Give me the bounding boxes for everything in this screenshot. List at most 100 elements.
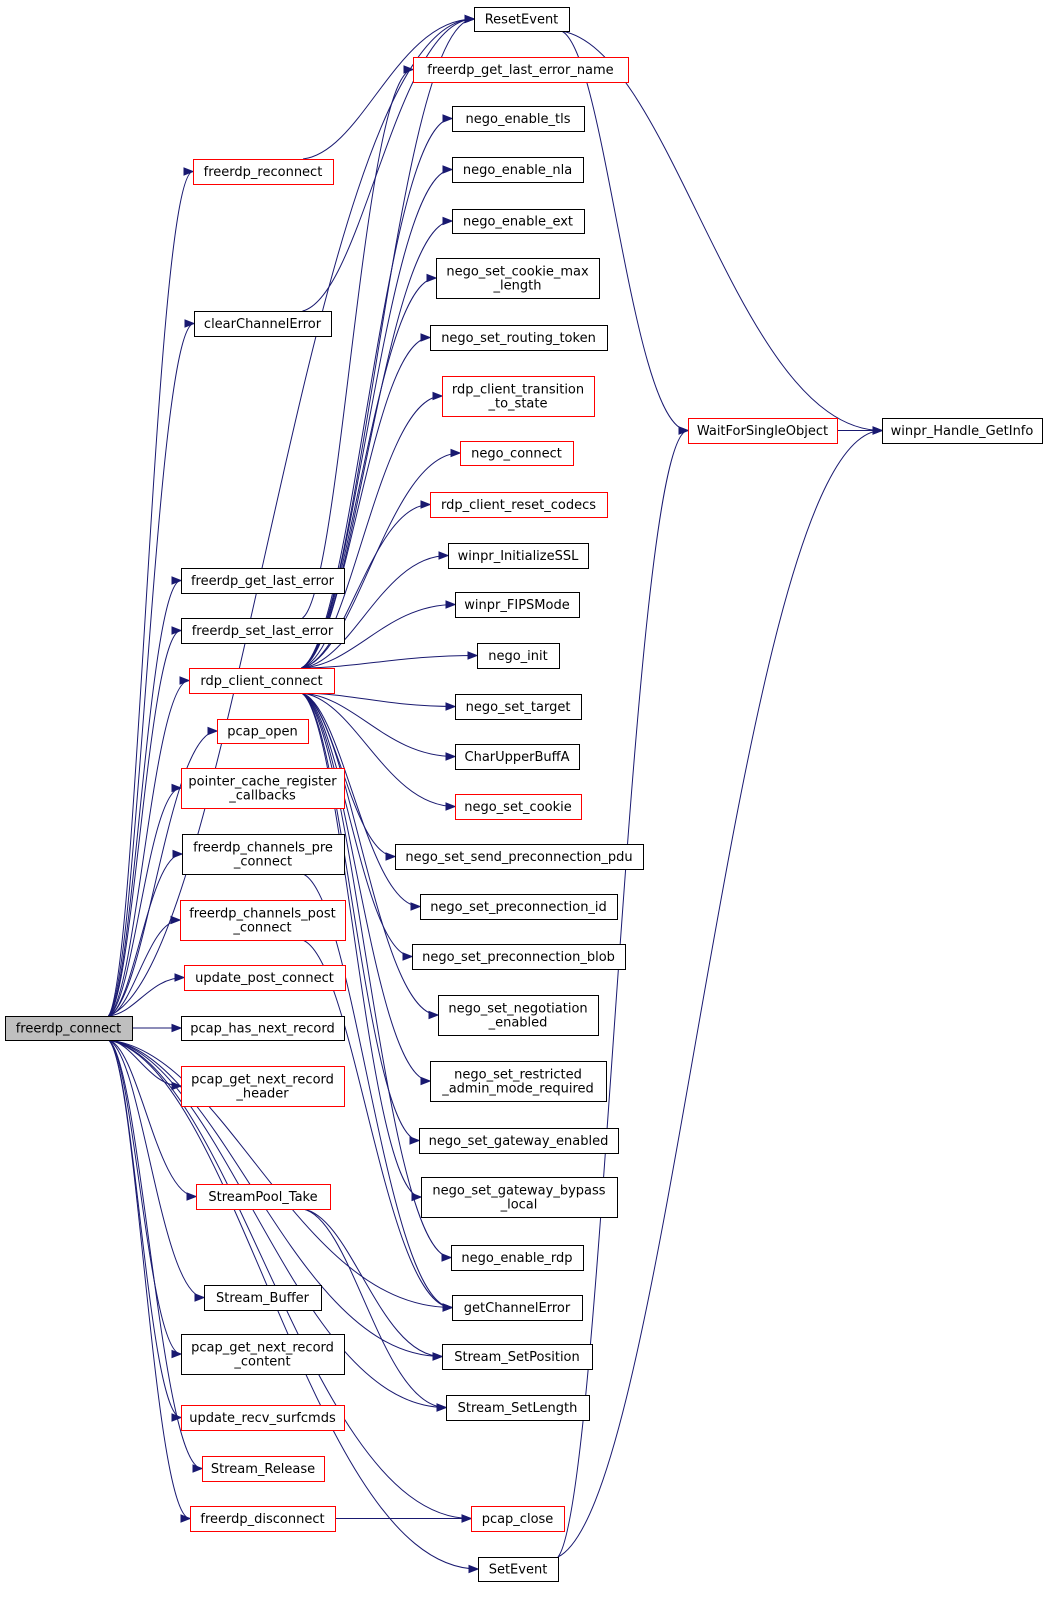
node-label: Stream_Release xyxy=(211,1462,315,1477)
node-label: rdp_client_reset_codecs xyxy=(441,498,596,513)
node-winpr-handle-getinfo[interactable]: winpr_Handle_GetInfo xyxy=(882,418,1043,444)
node-box xyxy=(182,834,345,875)
node-label: _local xyxy=(500,1198,538,1213)
arrowhead-icon xyxy=(186,1192,198,1201)
node-nego-init[interactable]: nego_init xyxy=(477,643,560,669)
node-label: nego_set_send_preconnection_pdu xyxy=(405,850,632,865)
node-box xyxy=(455,744,580,770)
edge-line xyxy=(557,430,883,1558)
node-nego-set-preconnection-id[interactable]: nego_set_preconnection_id xyxy=(420,894,618,920)
node-stream-buffer[interactable]: Stream_Buffer xyxy=(204,1285,322,1311)
node-box xyxy=(688,418,838,444)
edge-line xyxy=(108,1039,203,1469)
edge-line xyxy=(108,1039,197,1197)
node-label: nego_set_gateway_bypass xyxy=(432,1184,605,1199)
node-box xyxy=(452,1295,583,1321)
edge-line xyxy=(108,787,182,1017)
arrowhead-icon xyxy=(436,1403,448,1412)
node-freerdp-get-last-error[interactable]: freerdp_get_last_error xyxy=(181,568,345,594)
node-nego-set-target[interactable]: nego_set_target xyxy=(455,694,582,720)
node-streampool-take[interactable]: StreamPool_Take xyxy=(196,1184,331,1210)
node-winpr-initializessl[interactable]: winpr_InitializeSSL xyxy=(448,543,589,569)
node-label: freerdp_disconnect xyxy=(200,1512,324,1527)
node-label: _to_state xyxy=(488,397,548,412)
node-box xyxy=(181,768,345,809)
node-label: pcap_get_next_record xyxy=(191,1341,334,1356)
arrowhead-icon xyxy=(461,1514,473,1523)
node-label: freerdp_connect xyxy=(16,1022,122,1037)
node-label: freerdp_get_last_error_name xyxy=(427,63,613,78)
node-freerdp-disconnect[interactable]: freerdp_disconnect xyxy=(190,1506,336,1532)
node-freerdp-connect[interactable]: freerdp_connect xyxy=(5,1016,133,1041)
node-nego-set-preconnection-blob[interactable]: nego_set_preconnection_blob xyxy=(412,944,626,970)
node-box xyxy=(471,1506,565,1532)
node-pcap-get-next-record-header[interactable]: pcap_get_next_record_header xyxy=(181,1066,345,1107)
node-nego-enable-nla[interactable]: nego_enable_nla xyxy=(452,157,584,183)
node-waitforsingleobject[interactable]: WaitForSingleObject xyxy=(688,418,838,444)
node-label: nego_connect xyxy=(471,447,562,462)
node-clearchannelerror[interactable]: clearChannelError xyxy=(194,311,332,337)
node-stream-setposition[interactable]: Stream_SetPosition xyxy=(442,1344,593,1370)
arrowhead-icon xyxy=(410,902,422,911)
node-freerdp-get-last-error-name[interactable]: freerdp_get_last_error_name xyxy=(413,57,629,83)
node-resetevent[interactable]: ResetEvent xyxy=(474,7,570,32)
node-pcap-open[interactable]: pcap_open xyxy=(217,719,309,744)
node-pcap-has-next-record[interactable]: pcap_has_next_record xyxy=(181,1016,345,1041)
node-pcap-get-next-record-content[interactable]: pcap_get_next_record_content xyxy=(181,1334,345,1375)
node-box xyxy=(181,618,345,644)
node-nego-set-gateway-bypass-local[interactable]: nego_set_gateway_bypass_local xyxy=(421,1177,618,1218)
arrowhead-icon xyxy=(445,802,457,811)
node-nego-enable-tls[interactable]: nego_enable_tls xyxy=(452,106,585,132)
node-getchannelerror[interactable]: getChannelError xyxy=(452,1295,583,1321)
node-update-post-connect[interactable]: update_post_connect xyxy=(184,965,346,991)
node-label: update_recv_surfcmds xyxy=(189,1411,336,1426)
node-stream-setlength[interactable]: Stream_SetLength xyxy=(446,1395,590,1421)
node-label: clearChannelError xyxy=(204,317,322,332)
node-nego-enable-rdp[interactable]: nego_enable_rdp xyxy=(451,1245,584,1271)
node-stream-release[interactable]: Stream_Release xyxy=(202,1456,325,1482)
node-nego-connect[interactable]: nego_connect xyxy=(460,441,574,466)
node-freerdp-reconnect[interactable]: freerdp_reconnect xyxy=(193,159,334,185)
arrowhead-icon xyxy=(402,952,414,961)
edge-line xyxy=(108,977,185,1017)
node-freerdp-channels-pre-connect[interactable]: freerdp_channels_pre_connect xyxy=(182,834,345,875)
node-freerdp-set-last-error[interactable]: freerdp_set_last_error xyxy=(181,618,345,644)
edge-line xyxy=(302,69,414,619)
node-nego-set-routing-token[interactable]: nego_set_routing_token xyxy=(430,325,608,351)
node-label: nego_enable_nla xyxy=(463,163,572,178)
node-nego-enable-ext[interactable]: nego_enable_ext xyxy=(452,209,585,234)
edge-line xyxy=(108,1039,472,1519)
edge-freerdp-connect-to-update-recv-surfcmds xyxy=(108,1039,183,1422)
node-nego-set-gateway-enabled[interactable]: nego_set_gateway_enabled xyxy=(419,1128,619,1154)
node-nego-set-negotiation-enabled[interactable]: nego_set_negotiation_enabled xyxy=(438,995,599,1036)
edge-line xyxy=(301,692,422,1198)
edge-line xyxy=(108,1039,191,1519)
node-nego-set-restricted-admin-mode-required[interactable]: nego_set_restricted_admin_mode_required xyxy=(430,1061,607,1102)
node-pcap-close[interactable]: pcap_close xyxy=(471,1506,565,1532)
node-rdp-client-connect[interactable]: rdp_client_connect xyxy=(189,668,335,694)
node-winpr-fipsmode[interactable]: winpr_FIPSMode xyxy=(455,592,580,618)
node-nego-set-send-preconnection-pdu[interactable]: nego_set_send_preconnection_pdu xyxy=(395,844,644,870)
node-freerdp-channels-post-connect[interactable]: freerdp_channels_post_connect xyxy=(180,900,346,941)
node-nego-set-cookie-max-length[interactable]: nego_set_cookie_max_length xyxy=(436,258,600,299)
node-label: _header xyxy=(235,1087,289,1102)
node-nego-set-cookie[interactable]: nego_set_cookie xyxy=(455,794,582,820)
node-update-recv-surfcmds[interactable]: update_recv_surfcmds xyxy=(181,1405,345,1431)
node-rdp-client-reset-codecs[interactable]: rdp_client_reset_codecs xyxy=(430,492,608,518)
node-charupperbuffa[interactable]: CharUpperBuffA xyxy=(455,744,580,770)
edge-line xyxy=(108,1039,205,1298)
edge-line xyxy=(301,555,449,669)
edge-rdp-client-connect-to-nego-set-gateway-enabled xyxy=(301,692,421,1145)
node-box xyxy=(474,7,570,32)
edge-line xyxy=(557,430,689,1558)
node-pointer-cache-register-callbacks[interactable]: pointer_cache_register_callbacks xyxy=(181,768,345,809)
edge-rdp-client-connect-to-winpr-initializessl xyxy=(301,551,450,669)
node-setevent[interactable]: SetEvent xyxy=(478,1557,559,1582)
node-rdp-client-transition-to-state[interactable]: rdp_client_transition_to_state xyxy=(442,376,595,417)
arrowhead-icon xyxy=(442,165,454,174)
edge-line xyxy=(301,692,431,1082)
node-label: pcap_get_next_record xyxy=(191,1073,334,1088)
node-box xyxy=(455,694,582,720)
edge-rdp-client-connect-to-charupperbuffa xyxy=(301,692,457,761)
